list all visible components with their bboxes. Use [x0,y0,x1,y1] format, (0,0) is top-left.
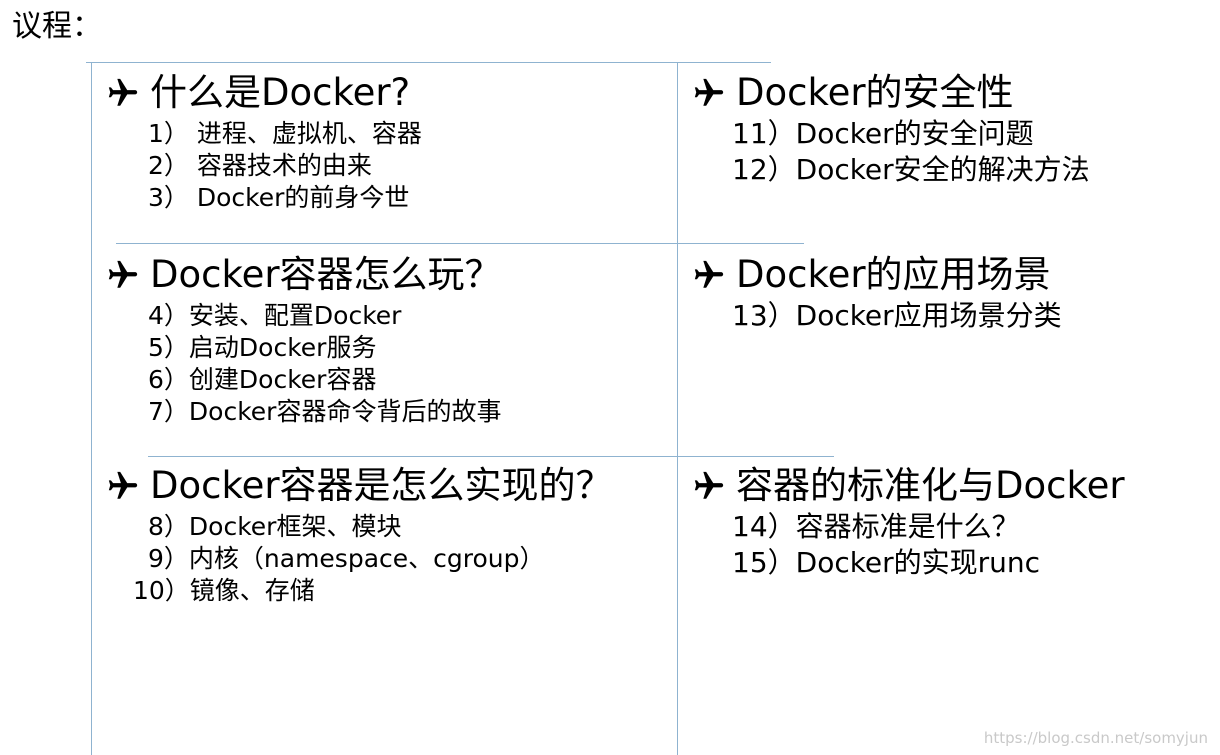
section-heading: Docker容器是怎么实现的？ [106,463,613,509]
section-heading: 容器的标准化与Docker [692,463,1125,509]
left-rule [91,62,92,755]
section-title: Docker容器怎么玩？ [150,253,502,296]
section-heading: Docker的应用场景 [692,252,1062,298]
section-heading: Docker的安全性 [692,70,1090,116]
watermark: https://blog.csdn.net/somyjun [983,729,1208,747]
section-how-to-use: Docker容器怎么玩？ 4）安装、配置Docker 5）启动Docker服务 … [106,252,502,428]
section-scenarios: Docker的应用场景 13）Docker应用场景分类 [692,252,1062,334]
list-item: 10）镜像、存储 [133,576,315,605]
section-heading: 什么是Docker? [106,70,422,116]
airplane-icon [108,78,138,106]
section-items: 11）Docker的安全问题 12）Docker安全的解决方法 [692,116,1090,188]
airplane-icon [108,471,138,499]
airplane-icon [694,260,724,288]
section-security: Docker的安全性 11）Docker的安全问题 12）Docker安全的解决… [692,70,1090,188]
section-title: Docker容器是怎么实现的？ [150,464,613,507]
list-item: 8）Docker框架、模块 [148,512,402,541]
list-item: 4）安装、配置Docker [148,301,402,330]
section-items: 8）Docker框架、模块 9）内核（namespace、cgroup） 10）… [106,511,613,607]
airplane-icon [694,471,724,499]
top-rule [86,62,771,63]
section-items: 4）安装、配置Docker 5）启动Docker服务 6）创建Docker容器 … [106,300,502,428]
center-rule [677,62,678,755]
section-heading: Docker容器怎么玩？ [106,252,502,298]
list-item: 1） 进程、虚拟机、容器 [148,119,422,148]
list-item: 15）Docker的实现runc [732,546,1041,579]
section-items: 14）容器标准是什么？ 15）Docker的实现runc [692,509,1125,581]
row-rule-2 [148,456,834,457]
list-item: 3） Docker的前身今世 [148,183,410,212]
section-implementation: Docker容器是怎么实现的？ 8）Docker框架、模块 9）内核（names… [106,463,613,607]
section-items: 1） 进程、虚拟机、容器 2） 容器技术的由来 3） Docker的前身今世 [106,118,422,214]
section-title: 什么是Docker? [150,71,411,114]
list-item: 11）Docker的安全问题 [732,117,1034,150]
list-item: 2） 容器技术的由来 [148,151,372,180]
list-item: 14）容器标准是什么？ [732,510,1020,543]
section-title: Docker的应用场景 [736,253,1051,296]
list-item: 13）Docker应用场景分类 [732,299,1062,332]
list-item: 5）启动Docker服务 [148,333,377,362]
page-title: 议程： [12,9,102,44]
list-item: 6）创建Docker容器 [148,365,377,394]
section-items: 13）Docker应用场景分类 [692,298,1062,334]
list-item: 9）内核（namespace、cgroup） [148,544,545,573]
section-standardization: 容器的标准化与Docker 14）容器标准是什么？ 15）Docker的实现ru… [692,463,1125,581]
section-title: 容器的标准化与Docker [736,464,1125,507]
airplane-icon [694,78,724,106]
section-title: Docker的安全性 [736,71,1014,114]
section-what-is-docker: 什么是Docker? 1） 进程、虚拟机、容器 2） 容器技术的由来 3） Do… [106,70,422,214]
airplane-icon [108,260,138,288]
list-item: 7）Docker容器命令背后的故事 [148,397,502,426]
list-item: 12）Docker安全的解决方法 [732,153,1090,186]
row-rule-1 [116,243,804,244]
